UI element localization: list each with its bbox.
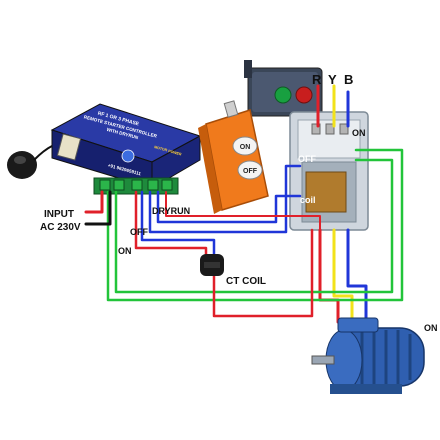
starter-panel xyxy=(244,60,323,117)
controller-box: RF 1 OR 3 PHASE REMOTE STARTER CONTROLLE… xyxy=(50,103,202,189)
controller-terminal-board xyxy=(93,177,179,195)
motor xyxy=(311,317,425,394)
remote-off-button-label: OFF xyxy=(243,168,258,175)
wire-input-red xyxy=(84,190,104,214)
remote-on-button-label: ON xyxy=(240,144,251,151)
label-input: INPUT xyxy=(44,209,74,220)
label-phase-b: B xyxy=(344,72,353,87)
starter-panel-green-button xyxy=(274,86,292,104)
contactor xyxy=(289,111,369,231)
wire-input-black xyxy=(84,190,112,226)
label-phase-y: Y xyxy=(328,72,337,87)
rf-remote: ON OFF xyxy=(198,100,269,214)
controller-keypad-icon xyxy=(56,133,82,161)
label-dryrun: DRYRUN xyxy=(152,206,190,216)
remote-on-button xyxy=(232,136,258,156)
contactor-coil-block xyxy=(305,171,347,213)
wire-blue-off-1 xyxy=(148,164,302,234)
wires xyxy=(84,84,404,324)
label-wire-on: ON xyxy=(118,246,132,256)
wire-phase-y xyxy=(332,84,354,324)
wire-blue-coil xyxy=(156,190,302,224)
dryrun-sensor-icon xyxy=(7,145,53,179)
controller-rf-logo-icon xyxy=(121,149,135,163)
controller-indicator-power: POWER xyxy=(168,149,183,156)
controller-indicator-motor: MOTOR xyxy=(154,145,168,152)
label-motor-on: ON xyxy=(424,323,438,333)
wire-phase-b xyxy=(346,90,368,324)
remote-off-button xyxy=(237,160,263,180)
wire-red-dryrun xyxy=(165,191,321,231)
label-ct-coil: CT COIL xyxy=(226,276,266,287)
label-contact-off: OFF xyxy=(298,154,316,164)
ct-coil-icon xyxy=(200,254,224,276)
wire-green-on-outer xyxy=(106,148,404,302)
wire-green-on-inner xyxy=(114,158,394,294)
label-phase-r: R xyxy=(312,72,322,87)
wire-blue-off-2 xyxy=(140,190,216,260)
label-contact-on: ON xyxy=(352,128,366,138)
label-coil: coil xyxy=(300,195,316,205)
starter-panel-red-button xyxy=(295,86,313,104)
label-input-voltage: AC 230V xyxy=(40,222,81,233)
label-wire-off: OFF xyxy=(130,227,148,237)
